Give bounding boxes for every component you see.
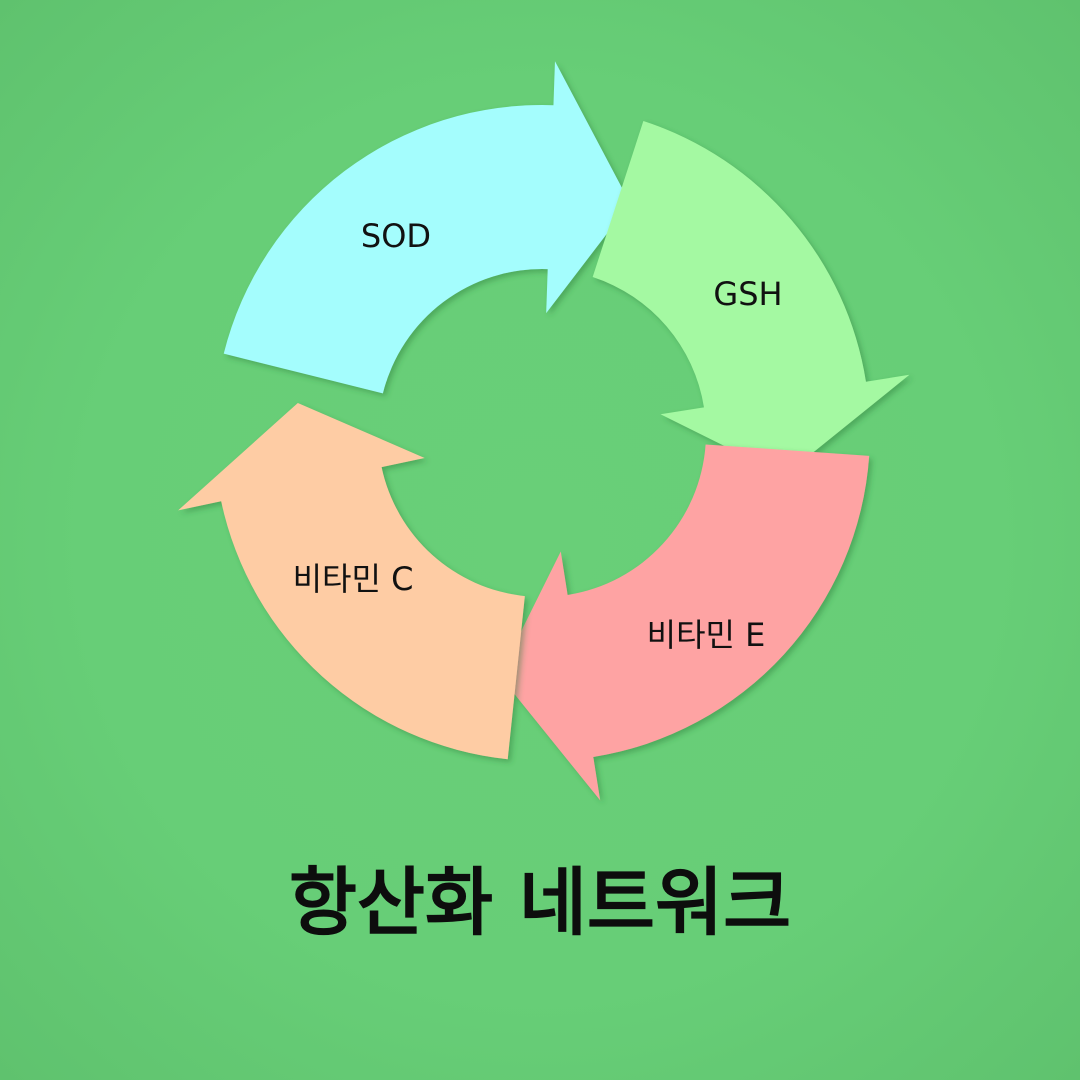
cycle-arrow-gsh xyxy=(592,121,910,476)
cycle-arrow-vitamin-e xyxy=(499,444,870,801)
cycle-arrow-vitamin-c xyxy=(178,403,525,760)
cycle-label-gsh: GSH xyxy=(713,275,782,313)
cycle-arrow-sod xyxy=(223,61,631,394)
page-title: 항산화 네트워크 xyxy=(288,860,792,946)
cycle-label-sod: SOD xyxy=(361,217,431,255)
cycle-label-vitamin-e: 비타민 E xyxy=(647,616,766,654)
cycle-label-vitamin-c: 비타민 C xyxy=(293,560,414,598)
